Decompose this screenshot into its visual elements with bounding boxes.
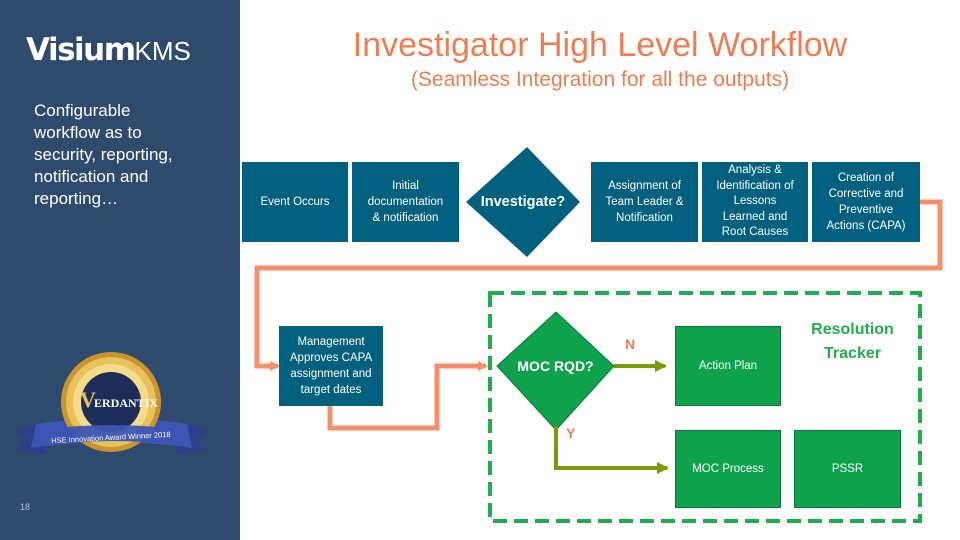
connector-capa-to-management [254, 199, 943, 371]
assignment-label: Assignment of Team Leader & Notification [605, 180, 684, 224]
connector-yes-to-moc-process [554, 426, 669, 474]
logo-sub-text: KMS [134, 36, 191, 66]
slide-number: 18 [20, 502, 31, 512]
badge-brand: ERDANTIX [94, 396, 158, 410]
verdantix-award-badge: V ERDANTIX HSE Innovation Award Winner 2… [16, 352, 207, 454]
moc-rqd-label: MOC RQD? [517, 358, 594, 374]
pssr-box: PSSR [794, 430, 901, 508]
assignment-box: Assignment of Team Leader & Notification [591, 162, 698, 242]
yes-label: Y [566, 425, 576, 441]
investigate-diamond [466, 147, 580, 257]
page-subtitle: (Seamless Integration for all the output… [410, 68, 790, 91]
logo-main-text: Visium [26, 32, 136, 68]
investigate-label: Investigate? [480, 194, 566, 210]
pssr-label: PSSR [831, 463, 864, 475]
moc-process-label: MOC Process [692, 463, 764, 475]
moc-process-box: MOC Process [675, 430, 781, 508]
initial-documentation-box: Initial documentation & notification [352, 162, 459, 242]
connector-management-to-moc [327, 361, 488, 431]
capa-label: Creation of Corrective and Preventive Ac… [826, 172, 906, 232]
management-approves-box: Management Approves CAPA assignment and … [279, 326, 383, 406]
initial-documentation-label: Initial documentation & notification [367, 180, 444, 224]
event-occurs-box: Event Occurs [242, 162, 348, 242]
management-approves-label: Management Approves CAPA assignment and … [289, 336, 373, 396]
page-title: Investigator High Level Workflow [352, 26, 848, 64]
action-plan-box: Action Plan [675, 326, 781, 406]
resolution-tracker-label: Resolution Tracker [811, 321, 894, 362]
no-label: N [625, 336, 636, 352]
analysis-box: Analysis & Identification of Lessons Lea… [702, 162, 808, 242]
visium-logo: VisiumKMS [26, 32, 191, 68]
analysis-label: Analysis & Identification of Lessons Lea… [716, 164, 794, 239]
action-plan-label: Action Plan [698, 360, 758, 372]
event-occurs-label: Event Occurs [260, 196, 330, 208]
resolution-tracker-frame [488, 291, 922, 523]
sidebar-description: Configurable workflow as to security, re… [34, 101, 173, 208]
badge-brand-initial: V [80, 387, 96, 412]
capa-box: Creation of Corrective and Preventive Ac… [812, 162, 920, 242]
sidebar: VisiumKMS Configurable workflow as to se… [0, 0, 240, 540]
